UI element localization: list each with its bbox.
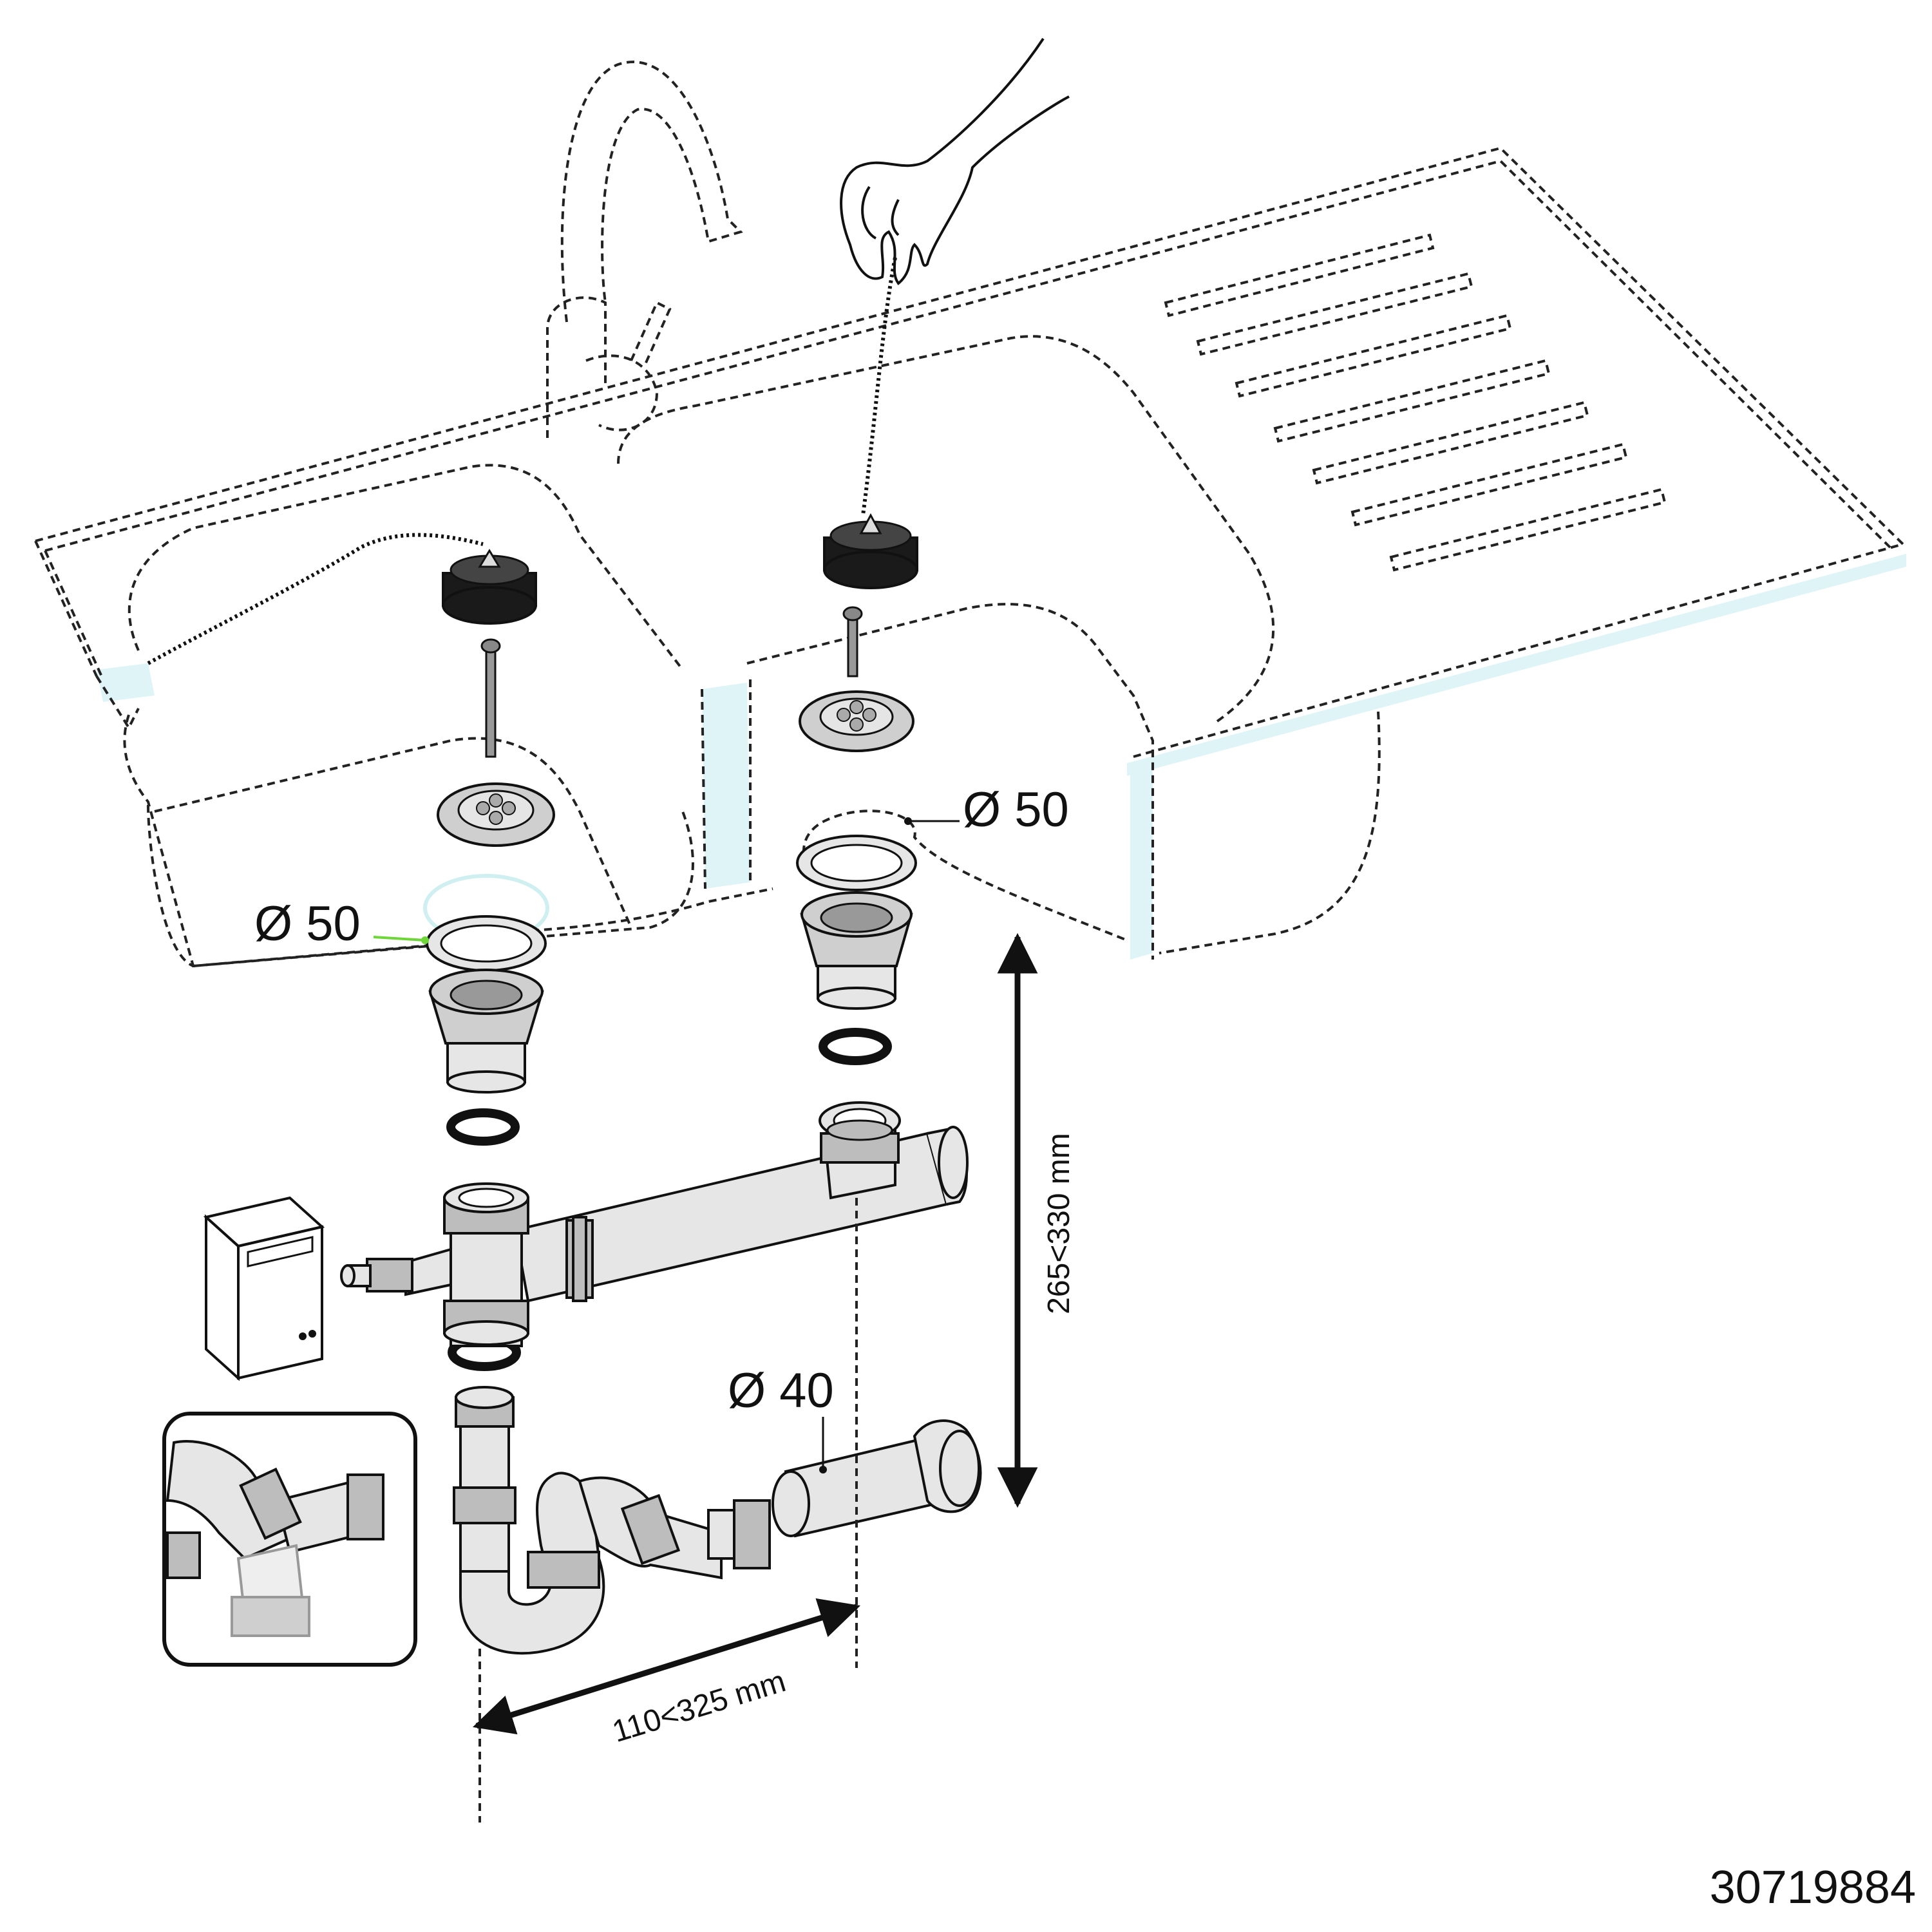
sealing-ring-right-upper: [819, 1028, 892, 1065]
strainer-grate-right: [799, 690, 914, 752]
connector-pipe: [513, 1101, 969, 1303]
waste-outlet-left: [423, 874, 549, 1094]
dimension-lines: [373, 817, 1038, 1823]
plug-chain-right: [861, 257, 897, 516]
faucet-outline: [546, 61, 743, 438]
plug-chain-left: [147, 533, 484, 665]
dia-label-left-sink: Ø 50: [254, 896, 361, 951]
screw-right: [842, 606, 863, 677]
rubber-plug-right: [823, 513, 918, 589]
dia-label-right-sink: Ø 50: [963, 782, 1069, 837]
hand-pulling-plug: [840, 37, 1070, 285]
rubber-plug-left: [442, 549, 537, 625]
detail-inset: [162, 1412, 417, 1667]
wall-connector: [772, 1419, 982, 1538]
sink-outline: [34, 146, 1906, 968]
product-code: 30719884: [1710, 1862, 1916, 1913]
strainer-grate-left: [437, 782, 555, 847]
height-range-label: 265<330 mm: [1042, 1133, 1076, 1314]
screw-left: [480, 638, 501, 758]
waste-outlet-right: [796, 835, 917, 1010]
washing-machine-icon: [203, 1196, 325, 1381]
trap-assembly: [453, 1386, 771, 1655]
tee-fitting-left: [340, 1182, 529, 1347]
sealing-ring-left-upper: [446, 1108, 520, 1146]
dia-label-outlet: Ø 40: [728, 1363, 834, 1418]
